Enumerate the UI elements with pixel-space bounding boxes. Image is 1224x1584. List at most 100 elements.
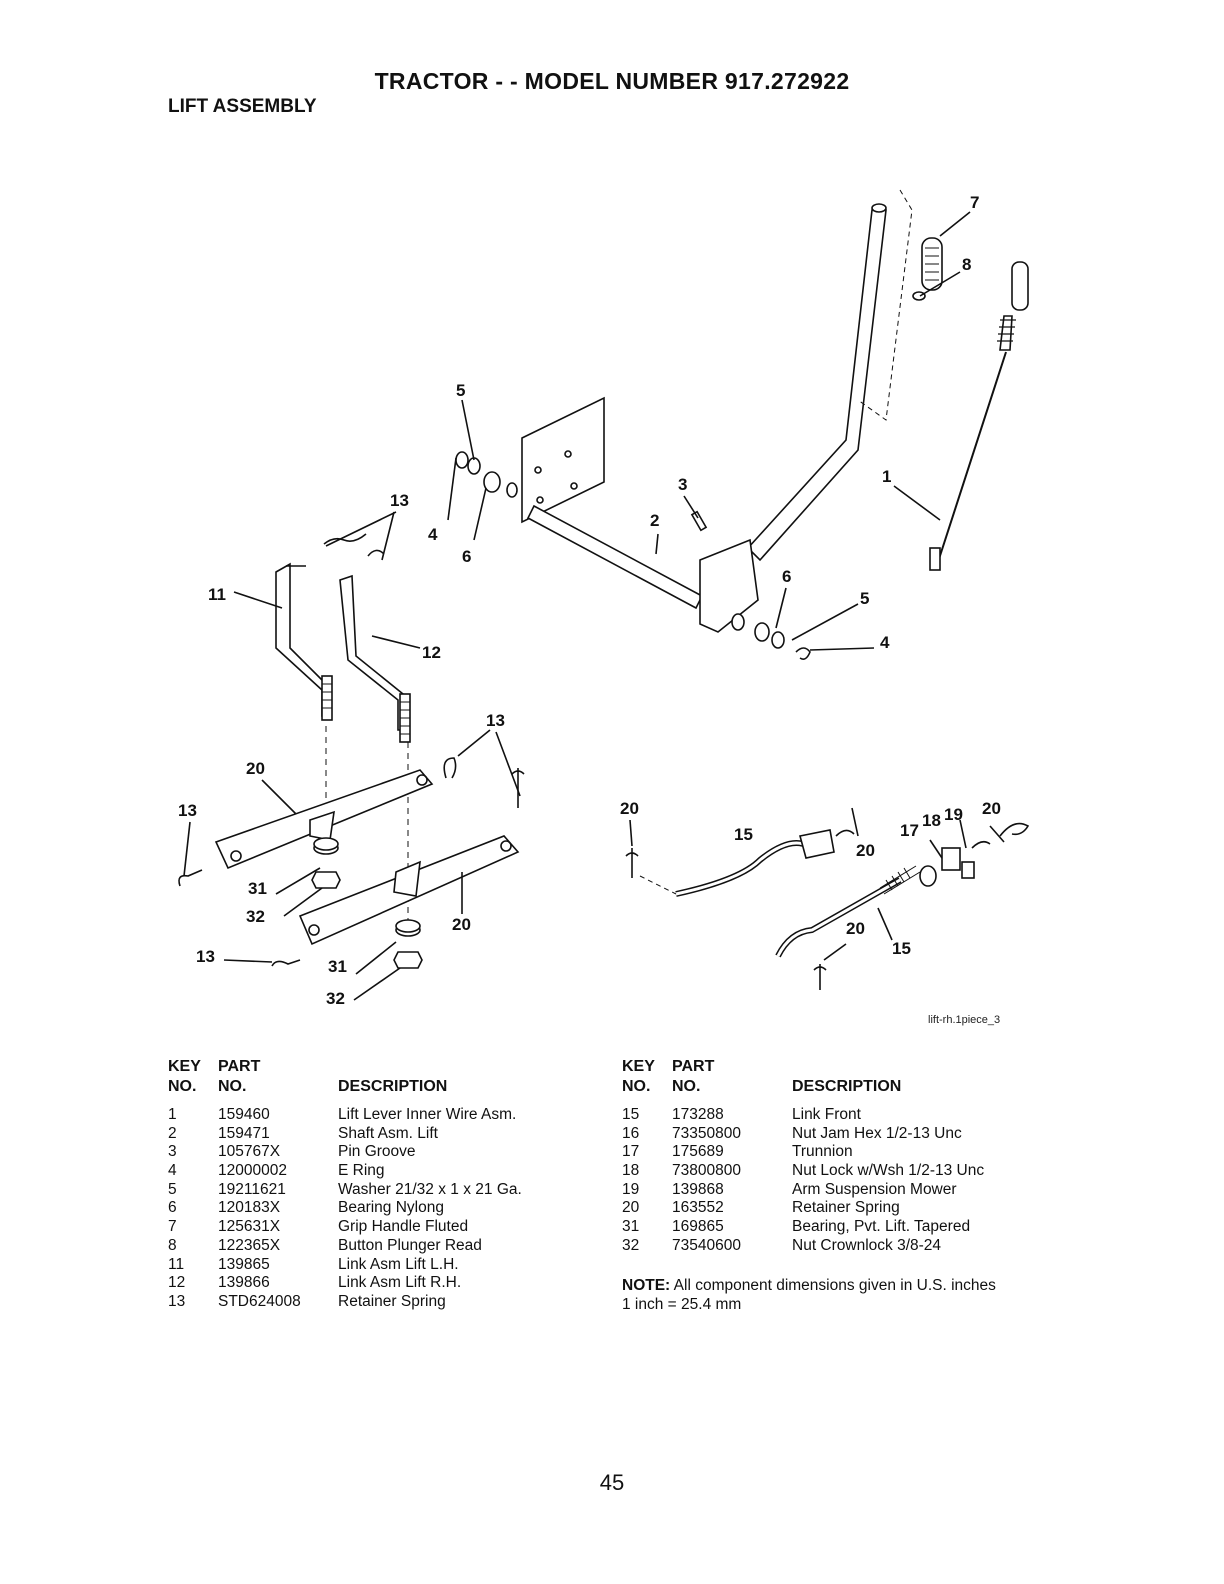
header-part: PART xyxy=(218,1058,261,1075)
callout-13-mid: 13 xyxy=(486,711,505,730)
part-number-cell: 163552 xyxy=(672,1199,724,1217)
shaft-bracket xyxy=(699,538,759,633)
callout-15-upper: 15 xyxy=(734,825,753,844)
callout-6-left: 6 xyxy=(462,547,471,566)
description-cell: Link Front xyxy=(792,1106,861,1123)
key-cell: 1 xyxy=(168,1106,177,1123)
key-cell: 15 xyxy=(622,1106,640,1123)
callout-13-left: 13 xyxy=(178,801,197,820)
description-cell: Nut Lock w/Wsh 1/2-13 Unc xyxy=(792,1162,985,1180)
callout-2: 2 xyxy=(650,511,659,530)
key-cell: 32 xyxy=(622,1236,640,1254)
figure-id: lift-rh.1piece_3 xyxy=(928,1014,1001,1026)
description-cell: Retainer Spring xyxy=(338,1292,446,1310)
key-cell: 3 xyxy=(168,1143,177,1161)
callout-19-upper: 20 xyxy=(246,759,265,778)
key-cell: 16 xyxy=(622,1124,640,1142)
header-key: KEY xyxy=(622,1058,655,1075)
description-cell: Lift Lever Inner Wire Asm. xyxy=(338,1106,517,1123)
description-cell: Pin Groove xyxy=(338,1143,416,1161)
table-row: 20 163552 Retainer Spring xyxy=(622,1199,1062,1218)
description-cell: Nut Crownlock 3/8-24 xyxy=(792,1236,942,1254)
description-cell: E Ring xyxy=(338,1162,385,1180)
callout-32-upper: 32 xyxy=(246,907,265,926)
description-cell: Retainer Spring xyxy=(792,1199,900,1217)
header-description: DESCRIPTION xyxy=(338,1078,448,1095)
lift-assembly-diagram: 5 13 4 6 11 12 3 2 1 7 8 6 5 4 13 20 13 … xyxy=(178,189,1030,1008)
key-cell: 7 xyxy=(168,1218,177,1236)
callout-20-right: 20 xyxy=(982,799,1001,818)
part-number-cell: 120183X xyxy=(218,1199,281,1217)
description-cell: Bearing Nylong xyxy=(338,1199,444,1217)
callout-1: 1 xyxy=(882,467,891,486)
table-row: 7 125631X Grip Handle Fluted xyxy=(168,1218,608,1237)
part-number-cell: 73350800 xyxy=(672,1124,741,1142)
description-cell: Bearing, Pvt. Lift. Tapered xyxy=(792,1218,971,1236)
note-text: All component dimensions given in U.S. i… xyxy=(673,1277,996,1294)
mount-plate xyxy=(521,396,605,524)
description-cell: Button Plunger Read xyxy=(338,1236,482,1254)
lift-lever xyxy=(746,209,887,562)
callout-4-right: 4 xyxy=(880,633,890,652)
callout-5-upper: 5 xyxy=(456,381,465,400)
table-header-row-1: KEY PART xyxy=(168,1058,608,1078)
part-number-cell: 122365X xyxy=(218,1236,281,1254)
callout-8: 8 xyxy=(962,255,971,274)
link-rh xyxy=(339,574,409,731)
header-description: DESCRIPTION xyxy=(792,1078,902,1095)
inner-wire xyxy=(929,261,1029,571)
table-header-row-2: NO. NO. DESCRIPTION xyxy=(622,1078,1062,1098)
part-number-cell: 19211621 xyxy=(218,1180,286,1198)
callout-5-right: 5 xyxy=(860,589,869,608)
callout-6-right: 6 xyxy=(782,567,791,586)
part-number-cell: STD624008 xyxy=(218,1292,301,1310)
key-cell: 11 xyxy=(168,1255,185,1273)
callout-11: 11 xyxy=(208,585,226,604)
leader-lines xyxy=(183,211,1005,1001)
lever-dashed-guide xyxy=(857,189,913,421)
part-number-cell: 169865 xyxy=(672,1218,724,1236)
callout-32-lower: 32 xyxy=(326,989,345,1008)
header-key-no: NO. xyxy=(168,1078,197,1095)
key-cell: 19 xyxy=(622,1180,640,1198)
description-cell: Trunnion xyxy=(792,1143,853,1161)
callout-4-left: 4 xyxy=(428,525,438,544)
callout-labels: 5 13 4 6 11 12 3 2 1 7 8 6 5 4 13 20 13 … xyxy=(178,193,1001,1008)
description-cell: Grip Handle Fluted xyxy=(338,1218,469,1236)
callout-12: 12 xyxy=(422,643,441,662)
callout-19-lower: 20 xyxy=(452,915,471,934)
part-number-cell: 173288 xyxy=(672,1106,724,1123)
table-row: 6 120183X Bearing Nylong xyxy=(168,1199,608,1218)
header-part-no: NO. xyxy=(218,1078,247,1095)
callout-20-lower: 20 xyxy=(846,919,865,938)
description-cell: Link Asm Lift R.H. xyxy=(338,1274,462,1292)
callout-15-lower: 15 xyxy=(892,939,911,958)
callout-31-upper: 31 xyxy=(248,879,267,898)
link-front-upper xyxy=(675,840,810,897)
callout-13-lower: 13 xyxy=(196,947,215,966)
header-key: KEY xyxy=(168,1058,201,1075)
key-cell: 6 xyxy=(168,1199,177,1217)
part-number-cell: 12000002 xyxy=(218,1162,287,1180)
part-number-cell: 139868 xyxy=(672,1180,724,1198)
callout-16: 17 xyxy=(900,821,919,840)
key-cell: 20 xyxy=(622,1199,640,1217)
table-row: 32 73540600 Nut Crownlock 3/8-24 xyxy=(622,1237,1062,1256)
part-number-cell: 73540600 xyxy=(672,1236,741,1254)
part-number-cell: 125631X xyxy=(218,1218,281,1236)
callout-3: 3 xyxy=(678,475,687,494)
part-number-cell: 139866 xyxy=(218,1274,270,1292)
description-cell: Link Asm Lift L.H. xyxy=(338,1255,459,1273)
callout-31-lower: 31 xyxy=(328,957,347,976)
